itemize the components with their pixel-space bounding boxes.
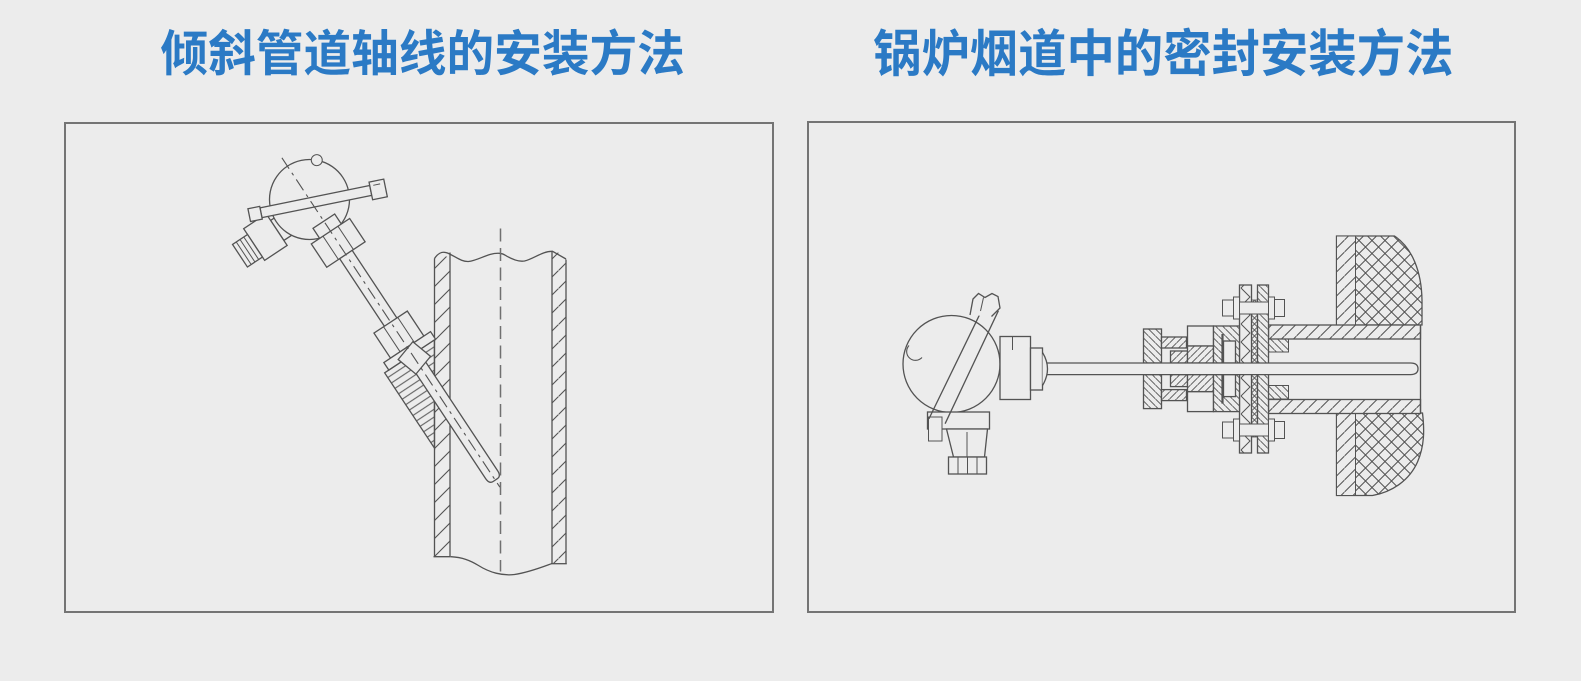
thermocouple-assembly-inclined [231, 153, 500, 487]
boiler-flue-wall [1335, 235, 1424, 497]
diagram-frame-inclined-pipe [63, 121, 774, 613]
thermocouple-head [901, 292, 1048, 475]
title-inclined-pipe-glyphs [161, 28, 683, 76]
inclined-pipe-drawing [231, 153, 567, 575]
packing-gland [1142, 325, 1240, 413]
title-boiler-flue-glyphs [873, 27, 1452, 77]
probe-tube [1041, 362, 1419, 376]
sealing-sleeve-tube [1267, 324, 1421, 415]
diagram-frame-boiler-flue [806, 121, 1516, 613]
boiler-flue-drawing [901, 235, 1424, 497]
